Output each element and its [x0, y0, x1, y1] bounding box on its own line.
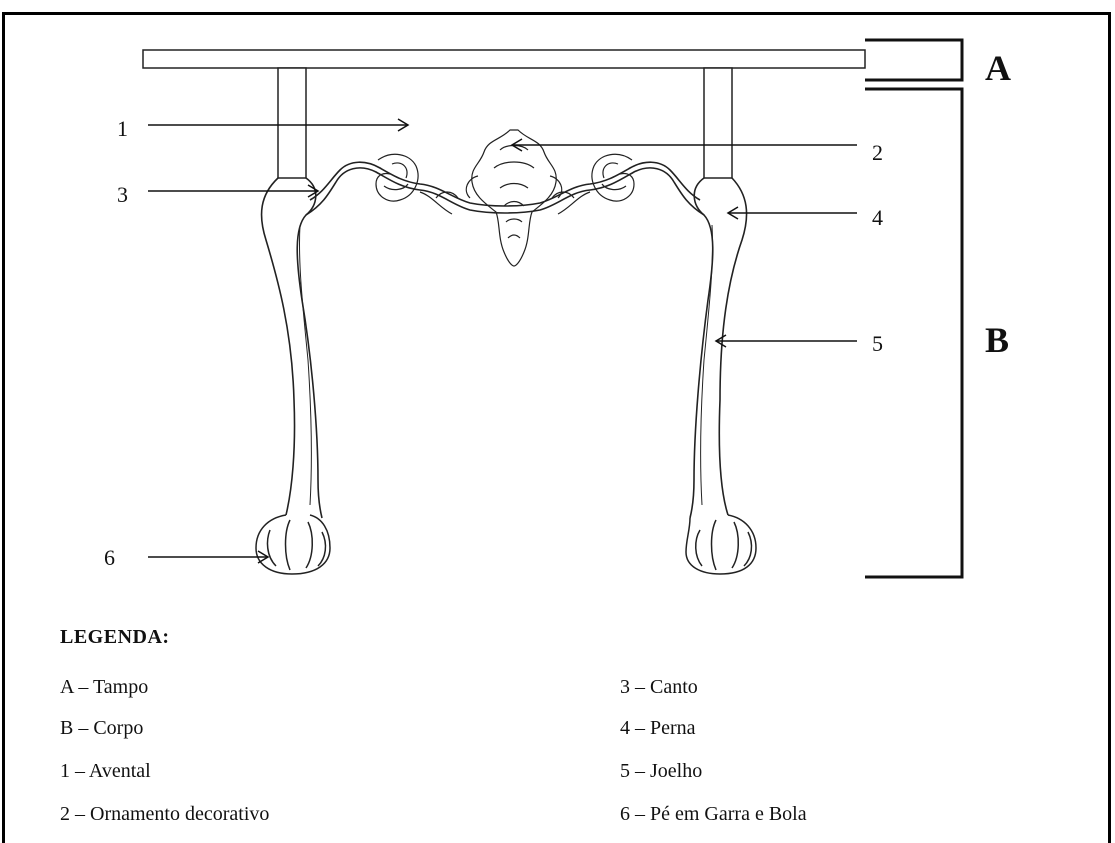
legend-title: LEGENDA:	[60, 626, 170, 649]
bracket-a	[865, 40, 962, 80]
legend-item: B – Corpo	[60, 717, 143, 739]
left-leg	[262, 178, 322, 518]
left-claw-ball-foot	[256, 515, 330, 574]
legend-item: 3 – Canto	[620, 676, 698, 698]
legend-item: 6 – Pé em Garra e Bola	[620, 803, 807, 825]
callout-1-label: 1	[117, 118, 128, 140]
decorative-ornament	[376, 130, 634, 266]
callout-2-label: 2	[872, 142, 883, 164]
callout-arrows	[148, 119, 857, 563]
left-leg-post	[278, 68, 306, 178]
legend-item: 1 – Avental	[60, 760, 151, 782]
callout-5-label: 5	[872, 333, 883, 355]
callout-3-label: 3	[117, 184, 128, 206]
tabletop	[143, 50, 865, 68]
right-leg	[690, 178, 747, 518]
right-leg-post	[704, 68, 732, 178]
legend-item: 5 – Joelho	[620, 760, 702, 782]
legend-item: 4 – Perna	[620, 717, 696, 739]
legend-item: 2 – Ornamento decorativo	[60, 803, 269, 825]
marker-b: B	[985, 322, 1009, 358]
right-claw-ball-foot	[686, 515, 756, 574]
callout-6-label: 6	[104, 547, 115, 569]
apron	[306, 162, 704, 215]
legend-item: A – Tampo	[60, 676, 148, 698]
callout-4-label: 4	[872, 207, 883, 229]
marker-a: A	[985, 50, 1011, 86]
